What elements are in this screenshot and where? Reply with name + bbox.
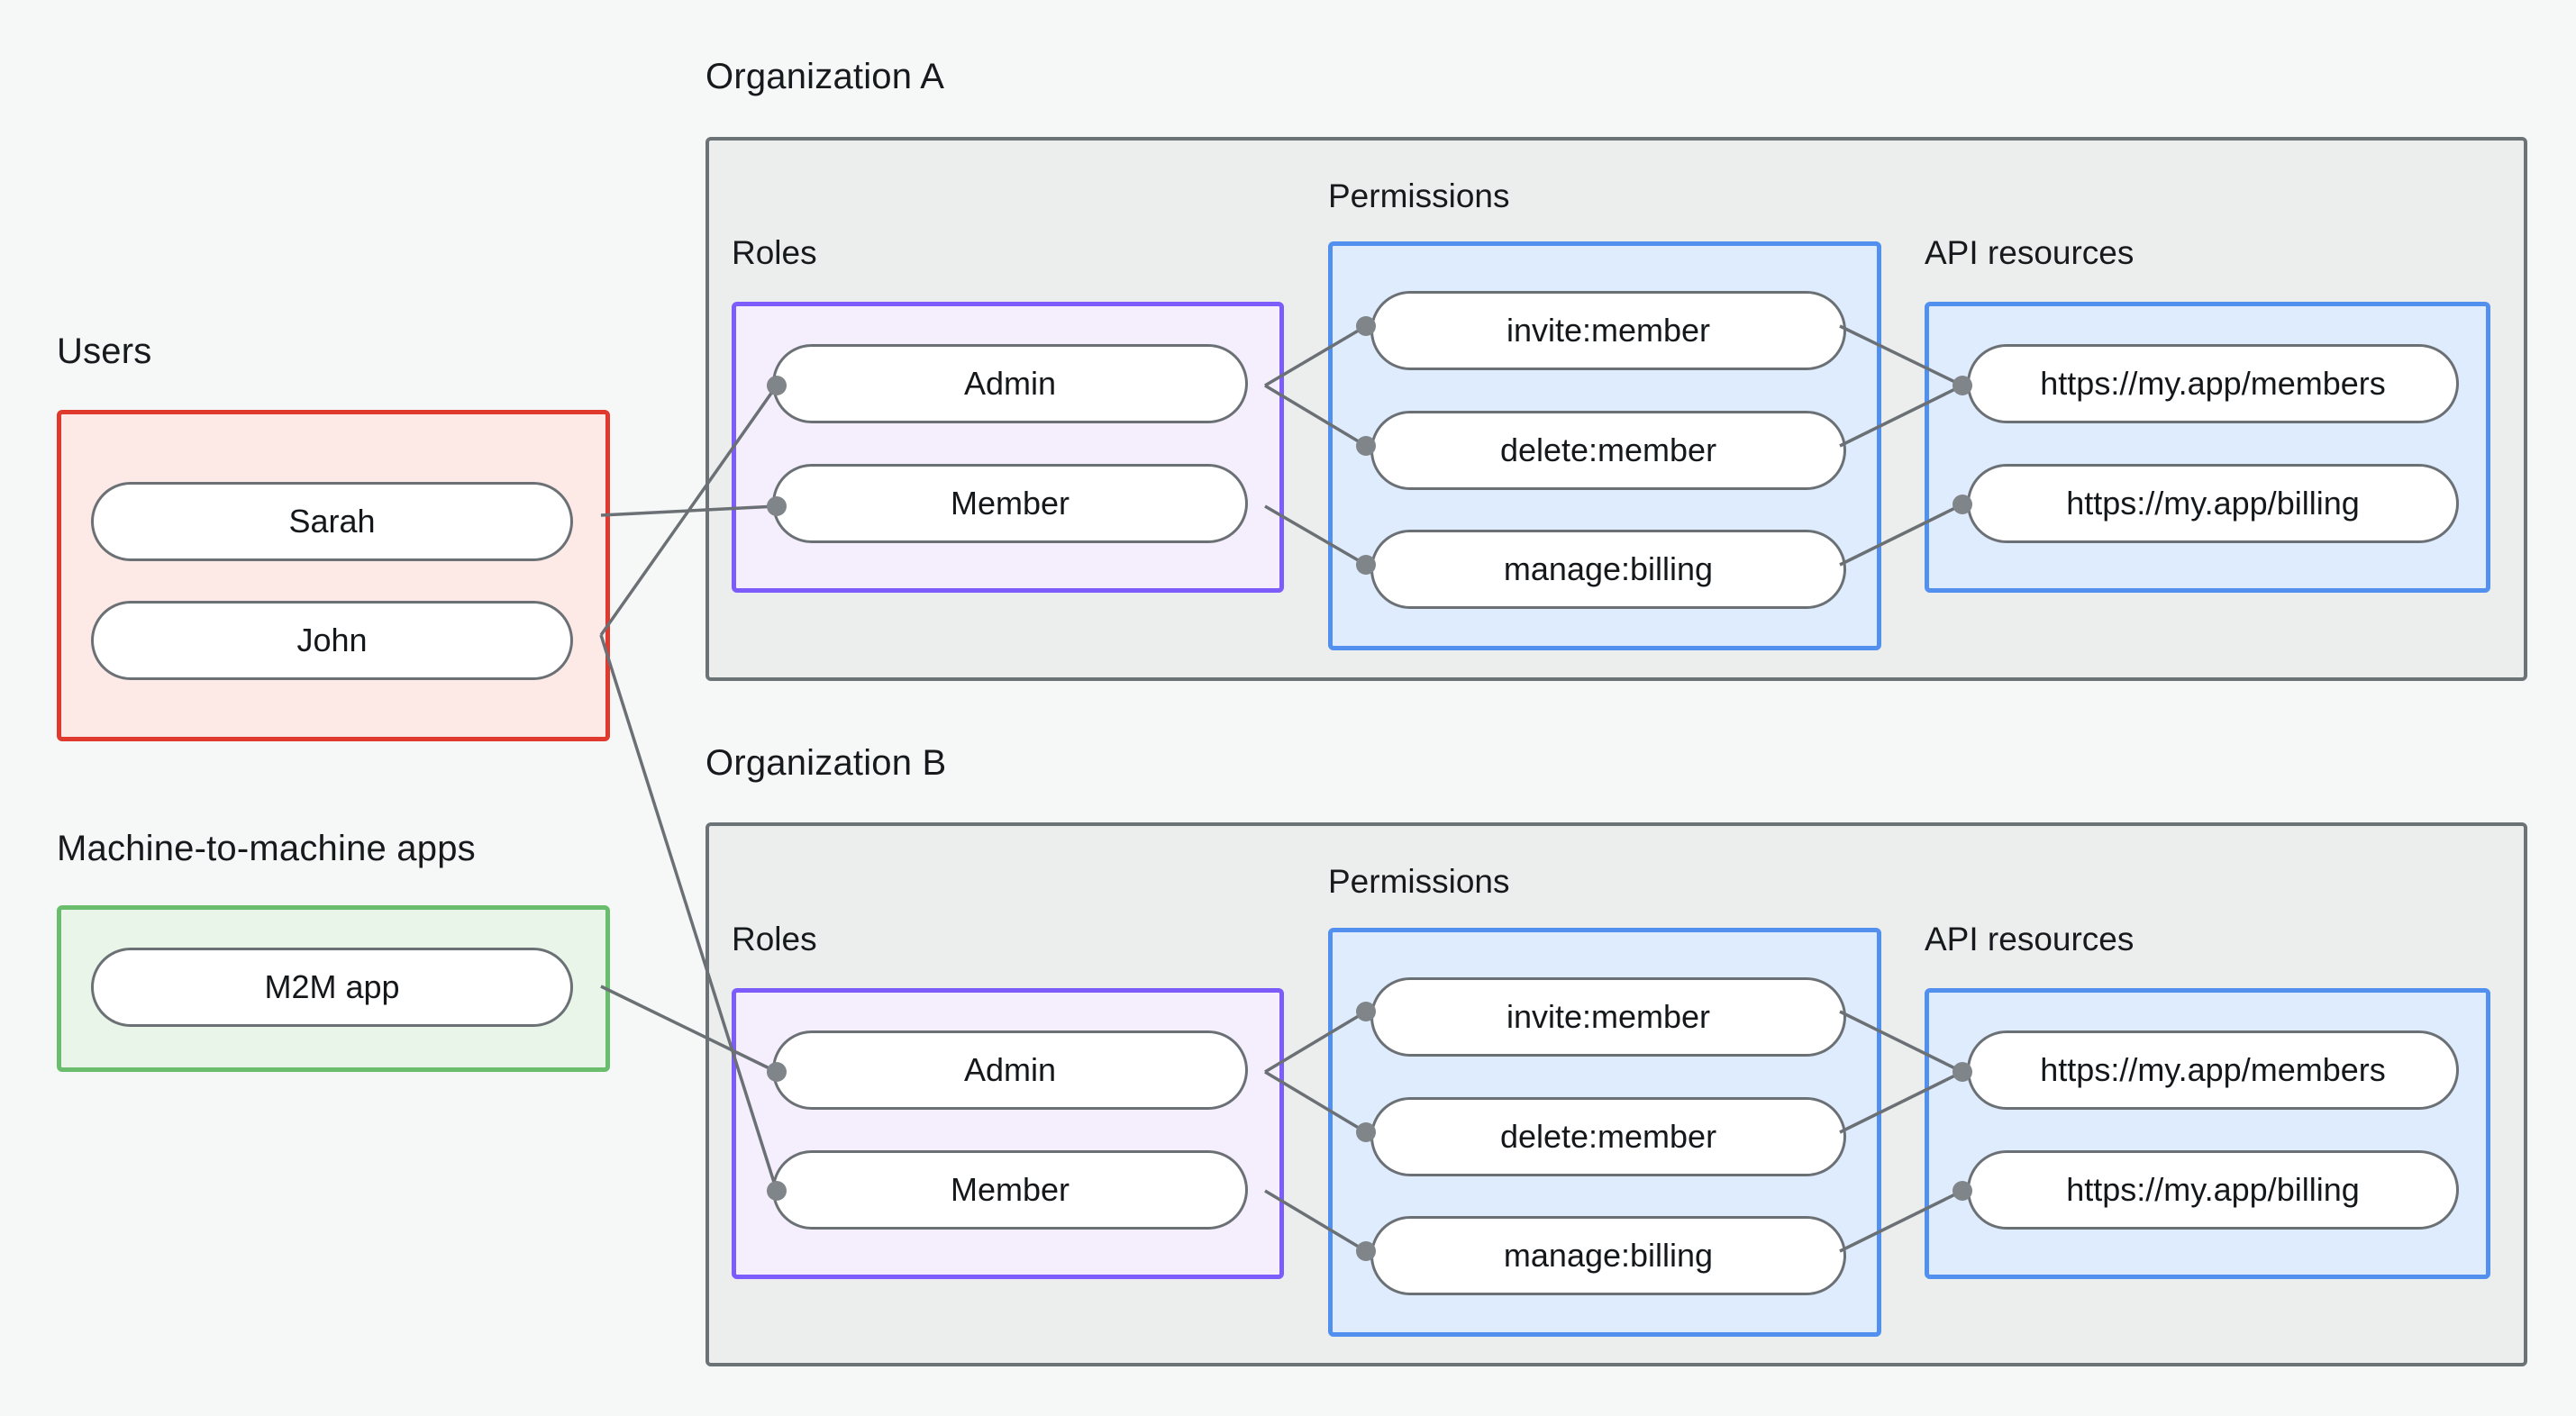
org-b-permissions-box[interactable]: invite:member delete:member manage:billi… xyxy=(1328,928,1881,1337)
org-b-permission-delete-member[interactable]: delete:member xyxy=(1370,1097,1846,1176)
org-b-api-resource-billing[interactable]: https://my.app/billing xyxy=(1967,1150,2459,1230)
org-b-permission-invite-member[interactable]: invite:member xyxy=(1370,977,1846,1057)
m2m-group-label: Machine-to-machine apps xyxy=(57,829,476,868)
org-b-roles-box[interactable]: Admin Member xyxy=(732,988,1284,1279)
org-a-api-resources-label: API resources xyxy=(1925,234,2135,271)
user-node-john[interactable]: John xyxy=(91,601,573,680)
org-a-permissions-box[interactable]: invite:member delete:member manage:billi… xyxy=(1328,241,1881,650)
org-a-role-admin[interactable]: Admin xyxy=(772,344,1248,423)
org-a-permissions-label: Permissions xyxy=(1328,177,1510,214)
org-b-api-resources-label: API resources xyxy=(1925,921,2135,958)
org-a-permission-manage-billing[interactable]: manage:billing xyxy=(1370,530,1846,609)
user-node-sarah[interactable]: Sarah xyxy=(91,482,573,561)
org-b-permission-manage-billing[interactable]: manage:billing xyxy=(1370,1216,1846,1295)
org-a-api-resources-box[interactable]: https://my.app/members https://my.app/bi… xyxy=(1925,302,2490,593)
org-b-role-member[interactable]: Member xyxy=(772,1150,1248,1230)
org-b-api-resources-box[interactable]: https://my.app/members https://my.app/bi… xyxy=(1925,988,2490,1279)
m2m-group-box[interactable]: M2M app xyxy=(57,905,610,1072)
org-a-api-resource-billing[interactable]: https://my.app/billing xyxy=(1967,464,2459,543)
m2m-node-app[interactable]: M2M app xyxy=(91,948,573,1027)
org-b-roles-label: Roles xyxy=(732,921,817,958)
org-b-api-resource-members[interactable]: https://my.app/members xyxy=(1967,1030,2459,1110)
org-b-role-admin[interactable]: Admin xyxy=(772,1030,1248,1110)
org-a-roles-label: Roles xyxy=(732,234,817,271)
org-b-permissions-label: Permissions xyxy=(1328,863,1510,900)
users-group-box[interactable]: Sarah John xyxy=(57,410,610,741)
org-a-permission-delete-member[interactable]: delete:member xyxy=(1370,411,1846,490)
org-a-roles-box[interactable]: Admin Member xyxy=(732,302,1284,593)
users-group-label: Users xyxy=(57,331,152,371)
org-a-title: Organization A xyxy=(705,57,945,96)
org-b-title: Organization B xyxy=(705,743,947,783)
org-a-api-resource-members[interactable]: https://my.app/members xyxy=(1967,344,2459,423)
org-a-role-member[interactable]: Member xyxy=(772,464,1248,543)
org-a-permission-invite-member[interactable]: invite:member xyxy=(1370,291,1846,370)
